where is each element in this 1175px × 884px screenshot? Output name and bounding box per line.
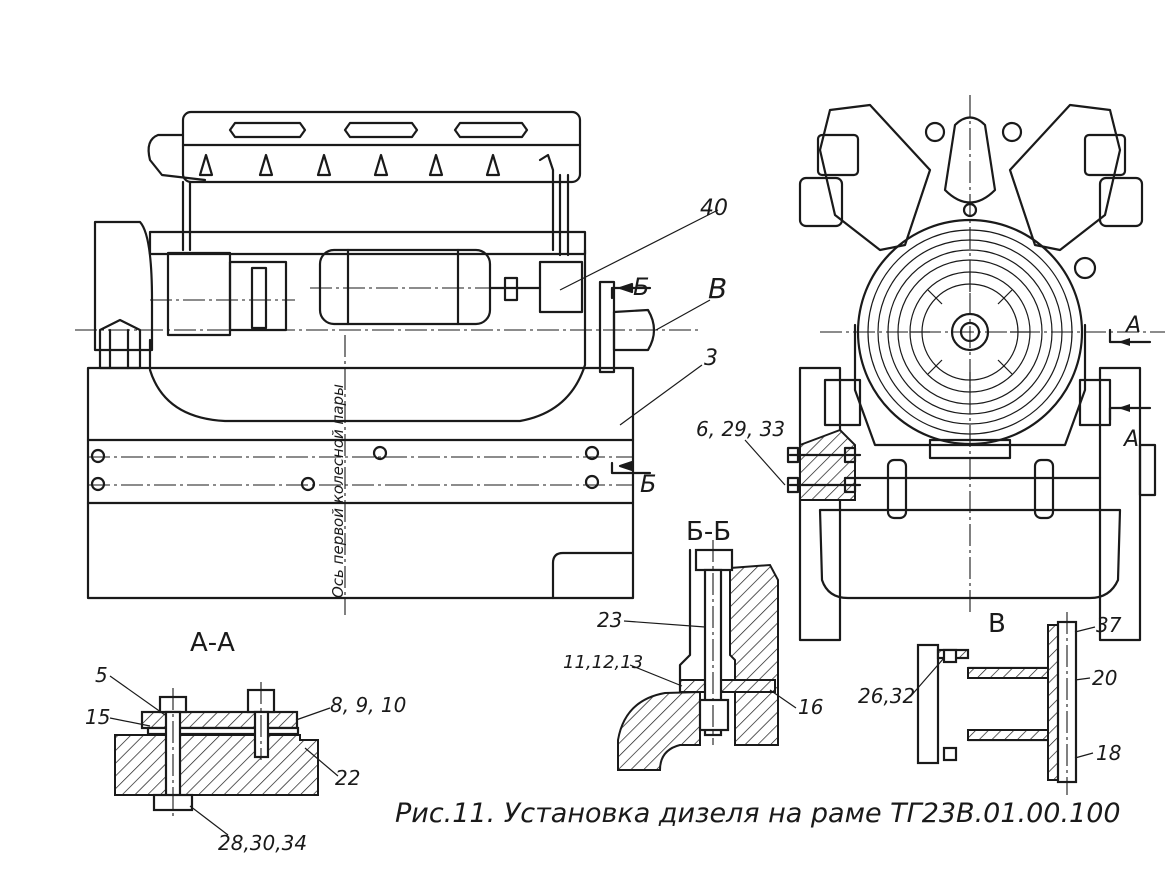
oil-sump bbox=[148, 248, 587, 423]
frame-body bbox=[86, 366, 635, 600]
section-a-arrow-bottom: А bbox=[1122, 427, 1139, 452]
section-bb bbox=[617, 540, 797, 771]
side-view bbox=[75, 110, 719, 615]
view-b-title: В bbox=[988, 609, 1006, 639]
section-a-arrow-top: А bbox=[1124, 313, 1141, 338]
air-cylinder bbox=[318, 248, 492, 326]
section-aa-title: А-А bbox=[190, 628, 235, 658]
view-b-marker: В bbox=[708, 272, 727, 305]
right-cylinder-head bbox=[1008, 103, 1122, 252]
section-aa bbox=[109, 675, 339, 836]
section-b-arrow-bottom: Б bbox=[640, 470, 656, 498]
view-b bbox=[909, 612, 1096, 795]
aa-callout-5: 5 bbox=[95, 663, 108, 687]
callout-6-29-33: 6, 29, 33 bbox=[696, 417, 785, 441]
flywheel-housing bbox=[93, 220, 154, 352]
bb-callout-16: 16 bbox=[798, 695, 823, 719]
v-callout-20: 20 bbox=[1092, 666, 1117, 690]
bb-callout-23: 23 bbox=[597, 608, 622, 632]
figure-caption: Рис.11. Установка дизеля на раме ТГ23В.0… bbox=[395, 798, 1121, 829]
aa-callout-8-9-10: 8, 9, 10 bbox=[330, 693, 406, 717]
section-bb-title: Б-Б bbox=[686, 517, 731, 547]
callout-40: 40 bbox=[700, 196, 728, 221]
left-cylinder-head bbox=[818, 103, 932, 252]
aa-callout-15: 15 bbox=[85, 705, 110, 729]
coupling bbox=[612, 308, 656, 352]
engine-block bbox=[181, 110, 582, 184]
callout-3: 3 bbox=[704, 346, 718, 371]
front-view bbox=[744, 95, 1165, 642]
v-callout-26-32: 26,32 bbox=[858, 684, 915, 708]
engine-bed bbox=[818, 508, 1122, 600]
v-callout-37: 37 bbox=[1096, 613, 1122, 637]
generator bbox=[166, 251, 232, 337]
side-axis-label: Ось первой колесной пары bbox=[329, 384, 347, 598]
v-callout-18: 18 bbox=[1096, 741, 1121, 765]
section-b-arrow-top: Б bbox=[633, 273, 649, 301]
bb-callout-11-12-13: 11,12,13 bbox=[563, 652, 643, 673]
aa-callout-22: 22 bbox=[335, 766, 360, 790]
aa-callout-28-30-34: 28,30,34 bbox=[218, 831, 307, 855]
